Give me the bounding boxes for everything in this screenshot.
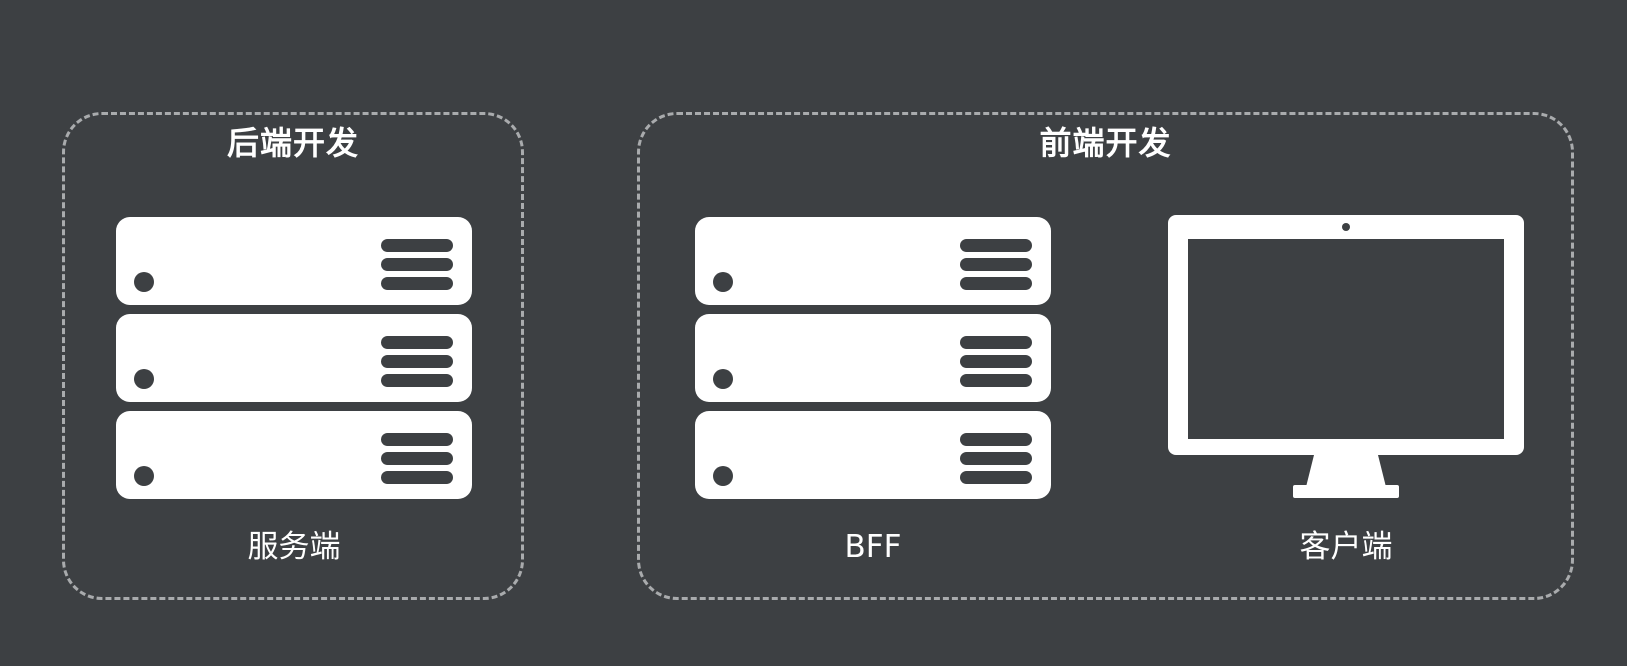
monitor-icon <box>1168 215 1524 498</box>
server-unit-bottom <box>695 411 1051 499</box>
bff-label: BFF <box>844 529 902 565</box>
server-label: 服务端 <box>247 529 341 565</box>
server-unit-top <box>116 217 472 305</box>
server-unit-middle <box>116 314 472 402</box>
server-stack-icon <box>116 217 472 499</box>
server-unit-middle <box>695 314 1051 402</box>
server-unit-bottom <box>116 411 472 499</box>
frontend-group-title: 前端开发 <box>1039 124 1172 162</box>
client-label: 客户端 <box>1299 529 1393 565</box>
frontend-group <box>637 112 1574 600</box>
backend-group <box>62 112 524 600</box>
server-unit-top <box>695 217 1051 305</box>
bff-server-stack-icon <box>695 217 1051 499</box>
backend-group-title: 后端开发 <box>226 124 359 162</box>
